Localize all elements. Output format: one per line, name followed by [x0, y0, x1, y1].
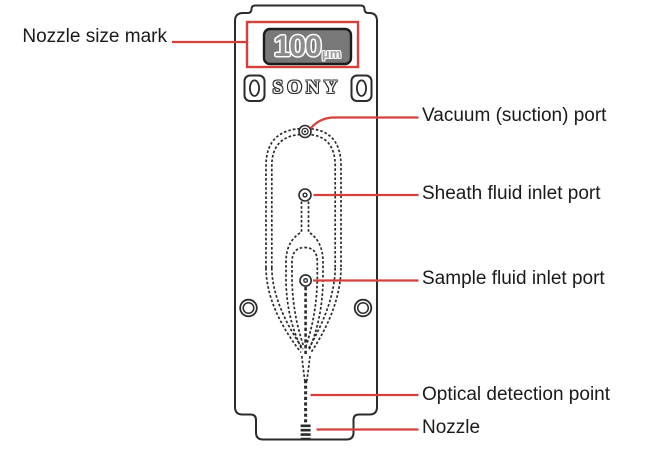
- sheath-port-symbol: [298, 188, 312, 202]
- chip-outline: [234, 4, 378, 441]
- alignment-hole-right: [353, 298, 373, 318]
- label-nozzle: Nozzle: [422, 417, 481, 438]
- logo-barrel-right: [350, 74, 373, 102]
- brand-logo: SONY: [272, 77, 342, 98]
- sample-port-symbol: [299, 274, 312, 287]
- logo-barrel-left: [243, 74, 266, 102]
- nozzle-size-highlight-box: [245, 20, 360, 69]
- label-sheath-port: Sheath fluid inlet port: [422, 183, 601, 204]
- leader-lines: [172, 40, 419, 431]
- label-sample-port: Sample fluid inlet port: [422, 268, 605, 289]
- alignment-hole-left: [239, 298, 258, 318]
- label-nozzle-size-mark: Nozzle size mark: [22, 26, 167, 47]
- nozzle-size-badge: [262, 27, 353, 66]
- label-optical-point: Optical detection point: [422, 384, 611, 405]
- label-vacuum-port: Vacuum (suction) port: [422, 105, 607, 126]
- vacuum-port-symbol: [298, 124, 312, 139]
- leader-vacuum-port: [309, 116, 419, 130]
